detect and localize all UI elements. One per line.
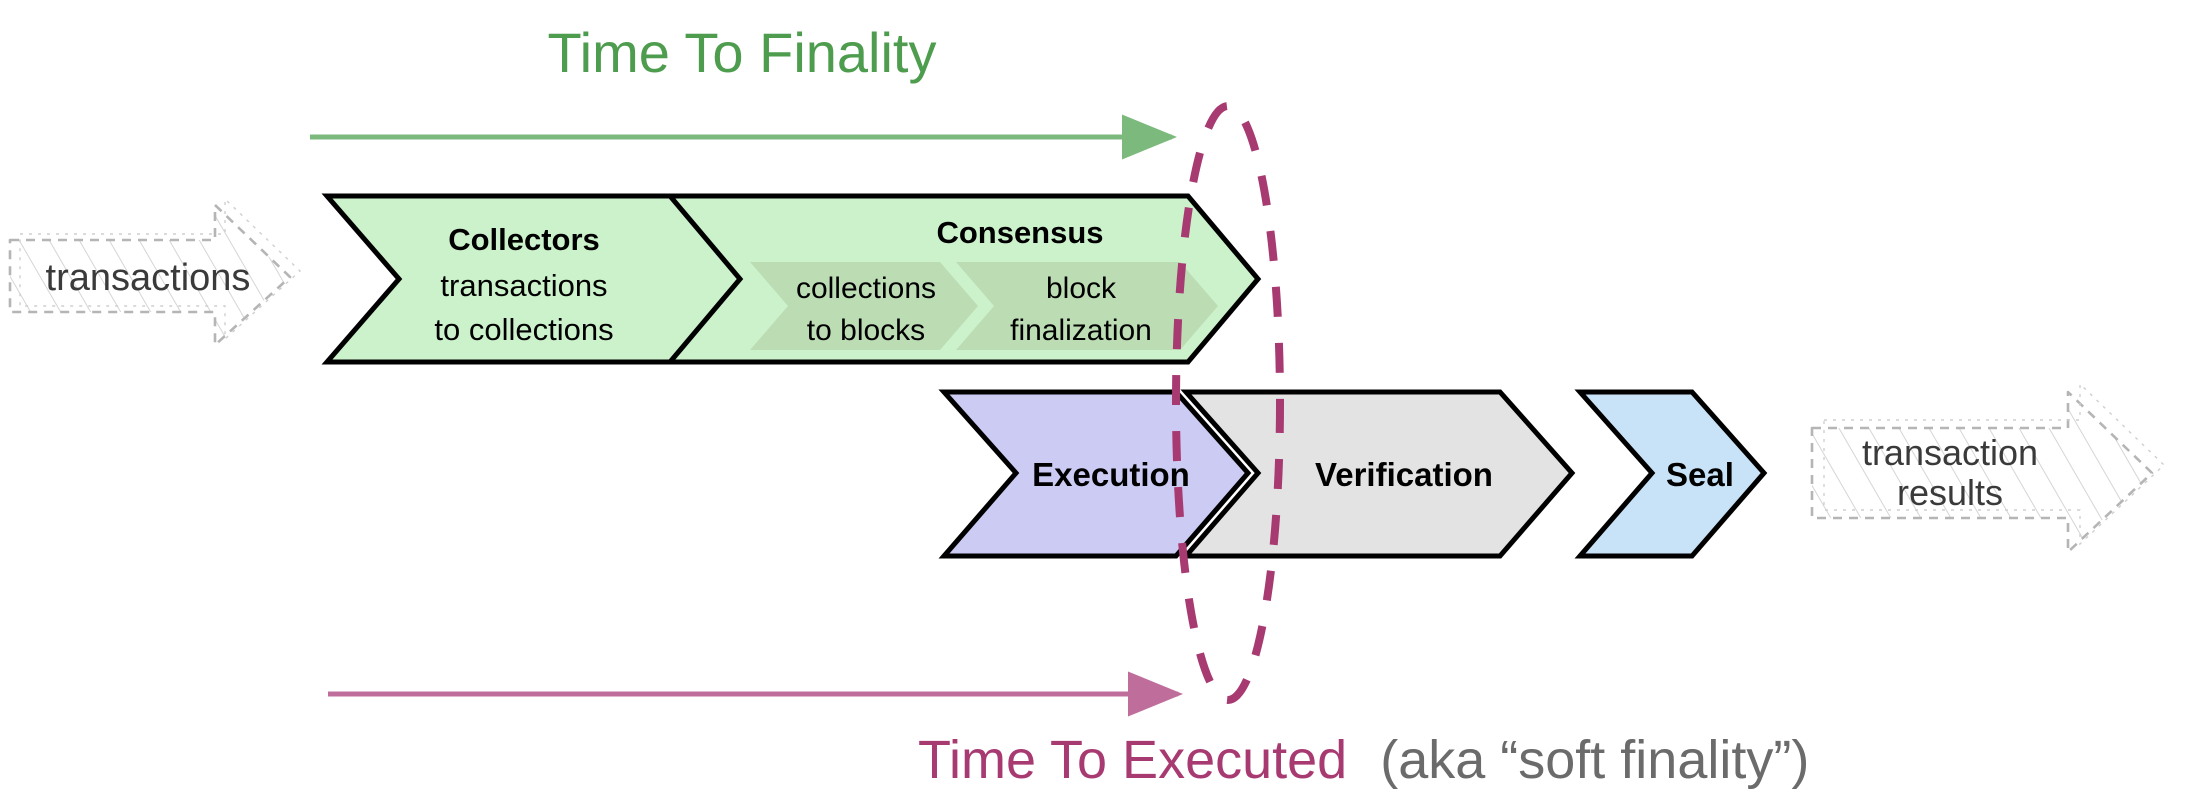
- stage-execution[interactable]: Execution: [938, 389, 1252, 559]
- verification-title: Verification: [1315, 456, 1493, 493]
- collectors-subline-1: transactions: [440, 268, 607, 303]
- title-time-to-finality: Time To Finality: [548, 21, 937, 84]
- stage-consensus[interactable]: Consensus collections to blocks block fi…: [664, 193, 1262, 365]
- collectors-title: Collectors: [448, 222, 600, 257]
- collections-to-blocks-line-1: collections: [796, 272, 936, 305]
- seal-title: Seal: [1666, 456, 1734, 493]
- substage-block-finalization[interactable]: block finalization: [956, 262, 1218, 350]
- title-time-to-executed: Time To Executed: [918, 730, 1347, 790]
- input-ghost-label: transactions: [46, 257, 251, 299]
- input-ghost-arrow: transactions: [8, 197, 302, 347]
- block-finalization-line-2: finalization: [1010, 314, 1152, 347]
- collectors-subline-2: to collections: [434, 312, 613, 347]
- block-finalization-line-1: block: [1046, 272, 1117, 305]
- stage-collectors[interactable]: Collectors transactions to collections: [321, 193, 752, 365]
- title-time-to-executed-group: Time To Executed (aka “soft finality”): [918, 730, 1809, 790]
- output-ghost-label-line-1: transaction: [1862, 432, 2038, 473]
- title-soft-finality-note: (aka “soft finality”): [1380, 730, 1809, 790]
- substage-collections-to-blocks[interactable]: collections to blocks: [750, 262, 978, 350]
- execution-title: Execution: [1032, 456, 1190, 493]
- collections-to-blocks-line-2: to blocks: [807, 314, 925, 347]
- output-ghost-arrow: transaction results: [1810, 382, 2166, 554]
- stage-verification[interactable]: Verification: [1180, 389, 1576, 559]
- output-ghost-label-line-2: results: [1897, 472, 2003, 513]
- stage-seal[interactable]: Seal: [1574, 389, 1768, 559]
- consensus-title: Consensus: [936, 215, 1103, 250]
- finality-boundary-ellipse: [1172, 102, 1284, 704]
